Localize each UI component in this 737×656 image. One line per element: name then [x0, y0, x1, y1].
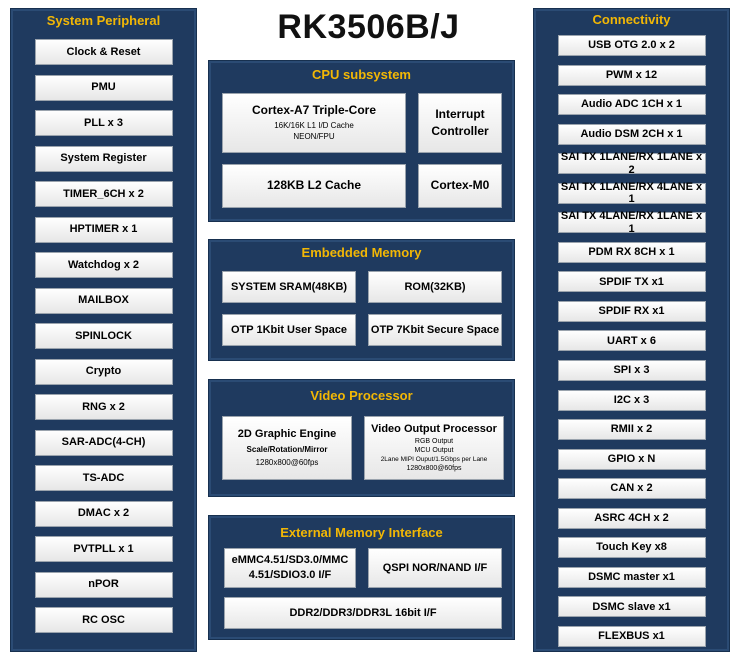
cortex-m0-block: Cortex-M0	[418, 164, 502, 208]
otp-user-block: OTP 1Kbit User Space	[222, 314, 356, 346]
connectivity-item: USB OTG 2.0 x 2	[557, 35, 706, 56]
ddr-block: DDR2/DDR3/DDR3L 16bit I/F	[224, 597, 502, 629]
connectivity-item: SAI TX 4LANE/RX 1LANE x 1	[557, 210, 706, 235]
rom-block: ROM(32KB)	[368, 271, 502, 303]
system-peripheral-item: TS-ADC	[34, 465, 173, 491]
system-peripheral-item: MAILBOX	[34, 287, 173, 314]
graphic-engine-label: 2D Graphic Engine	[237, 428, 337, 441]
graphic-engine-block: 2D Graphic Engine Scale/Rotation/Mirror …	[222, 416, 352, 480]
emmc-block: eMMC4.51/SD3.0/MMC 4.51/SDIO3.0 I/F	[224, 548, 356, 588]
system-peripheral-item: RNG x 2	[34, 394, 173, 420]
external-memory-panel: External Memory Interface eMMC4.51/SD3.0…	[208, 515, 515, 640]
connectivity-item: FLEXBUS x1	[557, 625, 706, 647]
otp-secure-block: OTP 7Kbit Secure Space	[368, 314, 502, 346]
emmc-line2: 4.51/SDIO3.0 I/F	[248, 569, 332, 581]
connectivity-list: USB OTG 2.0 x 2 PWM x 12 Audio ADC 1CH x 1…	[534, 35, 729, 655]
system-peripheral-item: PMU	[34, 74, 173, 101]
video-output-mipi: 2Lane MIPI Ouput/1.5Gbps per Lane	[380, 456, 488, 464]
system-peripheral-item: nPOR	[34, 571, 173, 598]
emmc-line1: eMMC4.51/SD3.0/MMC	[231, 554, 349, 567]
external-memory-title: External Memory Interface	[280, 525, 443, 540]
connectivity-item: SPDIF RX x1	[557, 300, 706, 322]
connectivity-item: SPI x 3	[557, 360, 706, 382]
system-sram-block: SYSTEM SRAM(48KB)	[222, 271, 356, 303]
interrupt-controller-line1: Interrupt	[435, 106, 485, 121]
system-peripheral-item: Crypto	[34, 358, 173, 385]
system-peripheral-item: Watchdog x 2	[34, 252, 173, 278]
chip-title: RK3506B/J	[277, 8, 460, 46]
qspi-block: QSPI NOR/NAND I/F	[368, 548, 502, 588]
cpu-subsystem-panel: CPU subsystem Cortex-A7 Triple-Core 16K/…	[208, 60, 515, 222]
interrupt-controller-line2: Controller	[431, 123, 489, 138]
connectivity-panel: Connectivity USB OTG 2.0 x 2 PWM x 12 Audi…	[533, 8, 730, 652]
cortex-a7-fpu: NEON/FPU	[293, 132, 335, 142]
video-output-mcu: MCU Output	[414, 447, 454, 455]
system-peripheral-item: HPTIMER x 1	[34, 216, 173, 243]
cortex-a7-cache: 16K/16K L1 I/D Cache	[274, 121, 354, 131]
connectivity-item: Touch Key x8	[557, 537, 706, 559]
connectivity-item: PDM RX 8CH x 1	[557, 241, 706, 263]
connectivity-item: UART x 6	[557, 330, 706, 352]
system-peripheral-item: PLL x 3	[34, 110, 173, 136]
cortex-a7-block: Cortex-A7 Triple-Core 16K/16K L1 I/D Cac…	[222, 93, 406, 153]
system-peripheral-item: TIMER_6CH x 2	[34, 181, 173, 207]
system-peripheral-title: System Peripheral	[46, 13, 161, 28]
connectivity-item: SAI TX 1LANE/RX 4LANE x 1	[557, 181, 706, 205]
connectivity-item: GPIO x N	[557, 448, 706, 470]
connectivity-item: CAN x 2	[557, 478, 706, 500]
connectivity-item: I2C x 3	[557, 389, 706, 411]
system-peripheral-item: SPINLOCK	[34, 323, 173, 349]
connectivity-item: DSMC slave x1	[557, 596, 706, 618]
connectivity-item: Audio DSM 2CH x 1	[557, 123, 706, 145]
connectivity-item: SAI TX 1LANE/RX 1LANE x 2	[557, 151, 706, 176]
graphic-engine-features: Scale/Rotation/Mirror	[246, 445, 328, 455]
connectivity-item: Audio ADC 1CH x 1	[557, 94, 706, 116]
connectivity-item: PWM x 12	[557, 64, 706, 86]
video-processor-panel: Video Processor 2D Graphic Engine Scale/…	[208, 379, 515, 497]
connectivity-item: ASRC 4CH x 2	[557, 507, 706, 529]
connectivity-item: SPDIF TX x1	[557, 271, 706, 293]
system-peripheral-item: Clock & Reset	[34, 39, 173, 65]
system-peripheral-item: DMAC x 2	[34, 500, 173, 527]
connectivity-item: RMII x 2	[557, 419, 706, 441]
connectivity-item: DSMC master x1	[557, 566, 706, 588]
video-output-rgb: RGB Output	[414, 438, 454, 446]
graphic-engine-resolution: 1280x800@60fps	[255, 458, 319, 468]
system-peripheral-item: System Register	[34, 145, 173, 172]
video-processor-title: Video Processor	[310, 388, 413, 403]
system-peripheral-item: RC OSC	[34, 607, 173, 633]
system-peripheral-item: PVTPLL x 1	[34, 536, 173, 562]
interrupt-controller-block: Interrupt Controller	[418, 93, 502, 153]
video-output-resolution: 1280x800@60fps	[406, 464, 462, 472]
cortex-a7-label: Cortex-A7 Triple-Core	[251, 103, 377, 118]
video-output-processor-block: Video Output Processor RGB Output MCU Ou…	[364, 416, 504, 480]
system-peripheral-item: SAR-ADC(4-CH)	[34, 429, 173, 456]
cpu-subsystem-title: CPU subsystem	[312, 67, 411, 82]
connectivity-title: Connectivity	[592, 12, 671, 27]
l2-cache-block: 128KB L2 Cache	[222, 164, 406, 208]
video-output-label: Video Output Processor	[371, 423, 497, 436]
embedded-memory-title: Embedded Memory	[301, 245, 422, 260]
embedded-memory-panel: Embedded Memory SYSTEM SRAM(48KB) ROM(32…	[208, 239, 515, 361]
